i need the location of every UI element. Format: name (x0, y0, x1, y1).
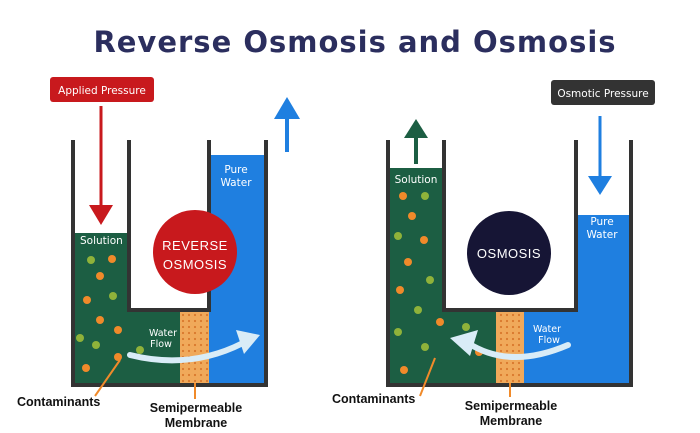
left-water-flow-label: Water (149, 328, 177, 339)
left-water-flow-arrow (127, 340, 246, 364)
contaminant-dot (394, 232, 402, 240)
contaminant-dot (109, 292, 117, 300)
contaminant-dot (399, 192, 407, 200)
left-pure-water-label-2: Water (220, 177, 252, 189)
contaminant-dot (82, 364, 90, 372)
applied-pressure-badge (50, 77, 154, 102)
reverse-osmosis-panel: Solution Pure Water Water Flow Applied P… (17, 77, 300, 430)
right-solution-label: Solution (395, 174, 438, 186)
contaminant-dot (426, 276, 434, 284)
right-contaminants-label: Contaminants (332, 392, 415, 406)
left-water-flow-arrowhead (236, 330, 260, 354)
contaminant-dot (114, 326, 122, 334)
left-contaminants-label: Contaminants (17, 395, 100, 409)
contaminant-dot (462, 323, 470, 331)
applied-pressure-arrowhead (89, 205, 113, 225)
contaminant-dot (96, 316, 104, 324)
semipermeable-membrane (496, 312, 524, 383)
contaminant-dot (394, 328, 402, 336)
contaminant-dot (114, 353, 122, 361)
contaminant-dot (76, 334, 84, 342)
right-water-flow-arrow (465, 340, 571, 360)
contaminant-dot (96, 272, 104, 280)
right-water-flow-label-2: Flow (538, 335, 560, 346)
contaminant-dot (436, 318, 444, 326)
right-water-flow-arrowhead (450, 330, 478, 356)
osmosis-circle-label: OSMOSIS (477, 246, 541, 261)
right-membrane-label-2: Membrane (480, 414, 543, 428)
contaminant-dot (396, 286, 404, 294)
left-membrane-label: Semipermeable (150, 401, 242, 415)
contaminant-dot (92, 341, 100, 349)
contaminant-dot (408, 212, 416, 220)
right-water-flow-label: Water (533, 324, 561, 335)
osmotic-pressure-arrowhead (588, 176, 612, 195)
osmotic-pressure-badge (551, 80, 655, 105)
osmotic-pressure-label: Osmotic Pressure (557, 88, 648, 100)
osmosis-circle (467, 211, 551, 295)
right-pure-water-label-2: Water (586, 229, 618, 241)
contaminant-dot (421, 192, 429, 200)
contaminant-dot (421, 343, 429, 351)
contaminant-dot (404, 258, 412, 266)
contaminant-dot (108, 255, 116, 263)
contaminant-dot (87, 256, 95, 264)
reverse-osmosis-circle (153, 210, 237, 294)
right-pure-water-fill (576, 215, 629, 383)
semipermeable-membrane (180, 312, 209, 383)
reverse-osmosis-circle-label: REVERSE (162, 238, 228, 253)
osmosis-panel: Solution Pure Water Water Flow Osmotic P… (332, 80, 655, 428)
contaminant-dot (83, 296, 91, 304)
right-vessel-inner-wall (442, 140, 578, 312)
diagram-title: Reverse Osmosis and Osmosis (93, 25, 616, 59)
reverse-osmosis-circle-label-2: OSMOSIS (163, 257, 227, 272)
right-contaminants-pointer (419, 357, 436, 397)
right-pure-water-label: Pure (590, 216, 613, 228)
left-vessel-outline (71, 140, 268, 387)
contaminant-dot (420, 236, 428, 244)
contaminant-dot (400, 366, 408, 374)
applied-pressure-label: Applied Pressure (58, 85, 146, 97)
left-solution-fill (75, 233, 129, 383)
contaminant-dot (414, 306, 422, 314)
right-solution-fill (390, 168, 444, 383)
left-pure-water-label: Pure (224, 164, 247, 176)
solution-up-arrowhead (404, 119, 428, 138)
right-membrane-label: Semipermeable (465, 399, 557, 413)
left-contaminants-pointer (94, 359, 121, 397)
contaminant-dot (136, 346, 144, 354)
left-water-flow-label-2: Flow (150, 339, 172, 350)
left-solution-label: Solution (80, 235, 123, 247)
left-membrane-label-2: Membrane (165, 416, 228, 430)
left-pure-water-up-arrowhead (274, 97, 300, 119)
